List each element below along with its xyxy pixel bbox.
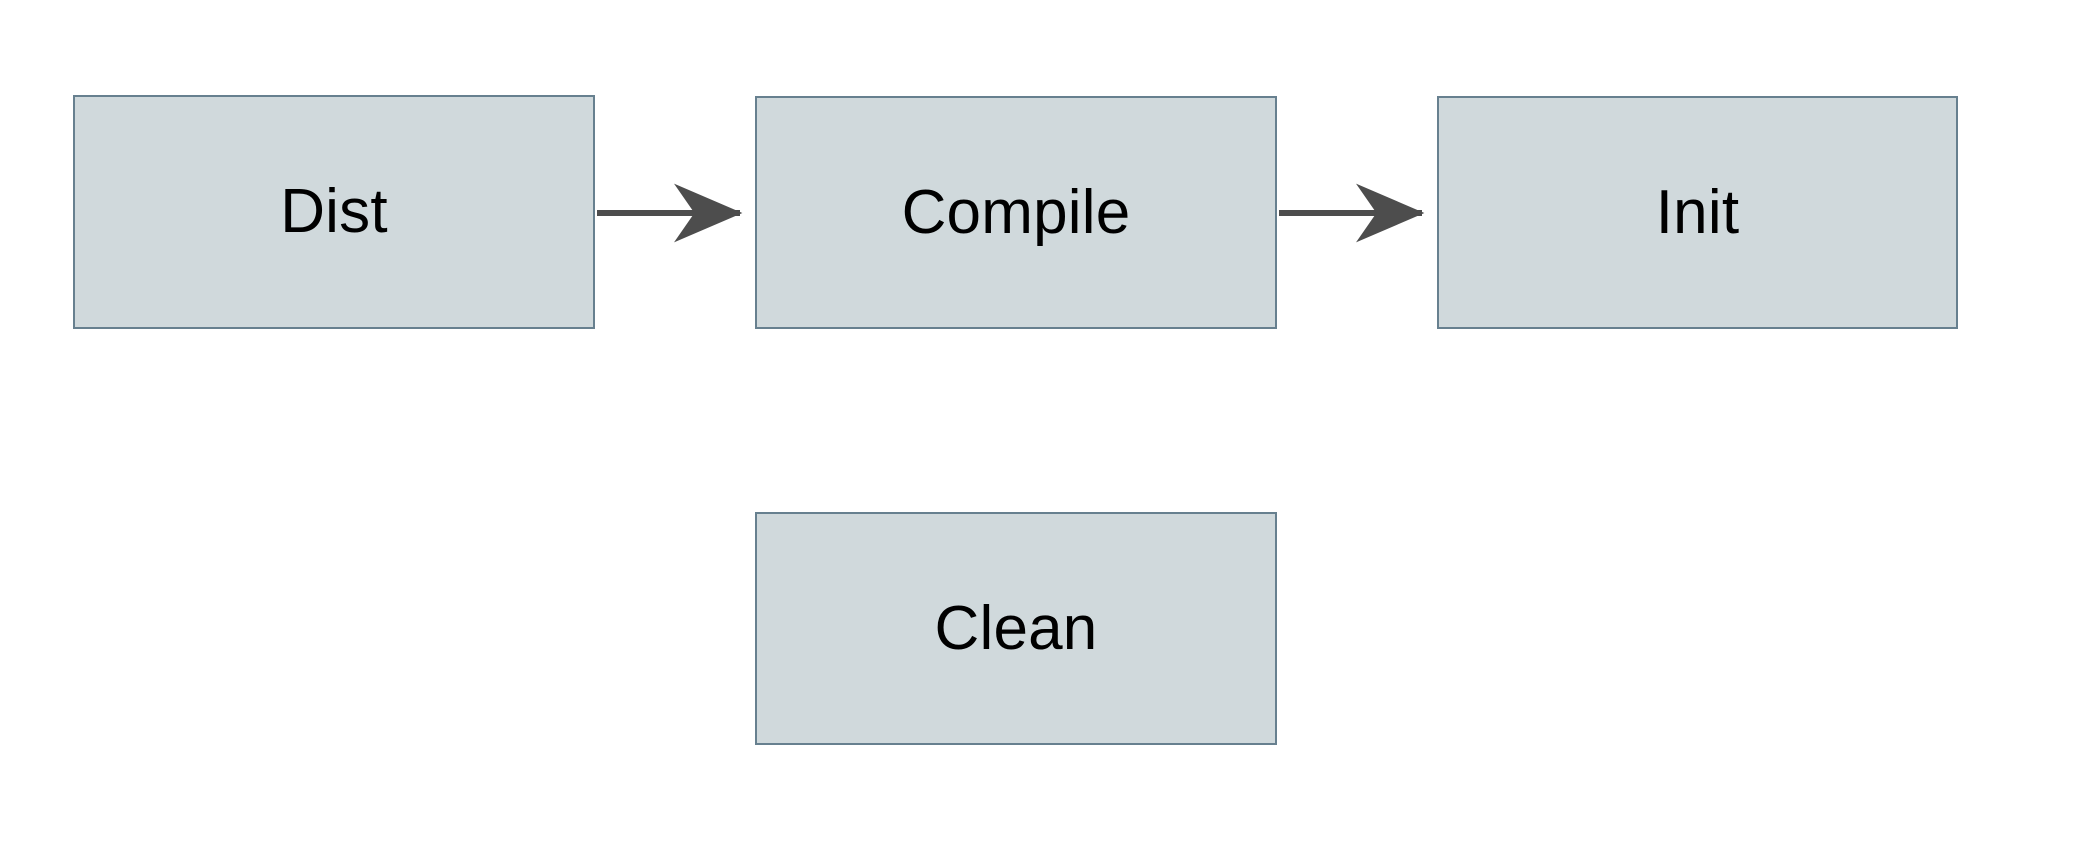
node-compile-label: Compile [901,177,1131,247]
node-init[interactable]: Init [1437,96,1958,329]
node-dist[interactable]: Dist [73,95,595,329]
node-dist-label: Dist [280,177,388,246]
node-clean-label: Clean [934,593,1098,663]
node-init-label: Init [1655,177,1740,247]
node-clean[interactable]: Clean [755,512,1277,745]
node-compile[interactable]: Compile [755,96,1277,329]
